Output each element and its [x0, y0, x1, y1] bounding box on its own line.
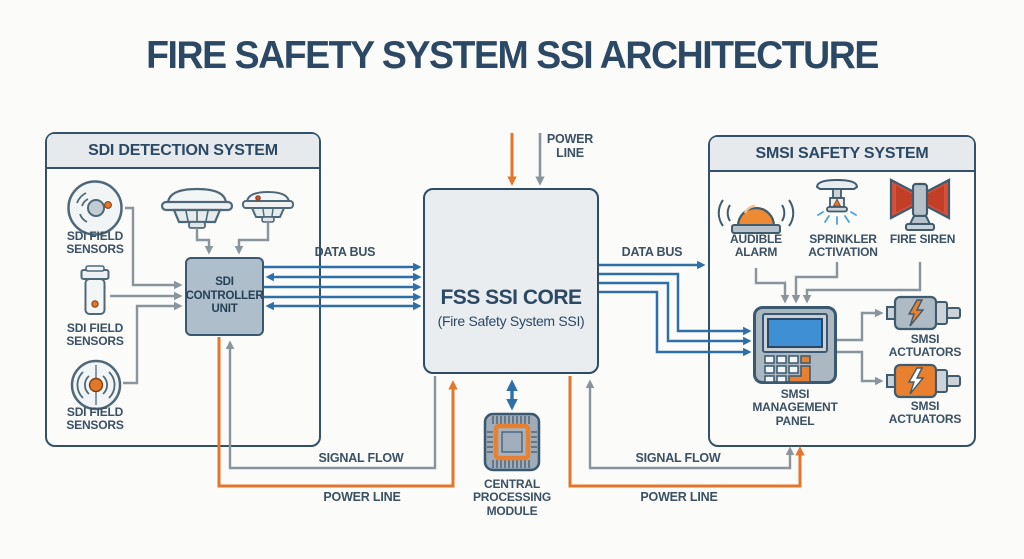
- actuator-gray-icon: [886, 295, 961, 331]
- fire-siren-label: FIRE SIREN: [889, 232, 956, 246]
- signal-flow-left-label: SIGNAL FLOW: [318, 451, 404, 465]
- smoke-detector-dome-small-icon: [242, 190, 294, 223]
- smsi-safety-panel: SMSI SAFETY SYSTEM: [708, 135, 976, 447]
- smsi-panel-header: SMSI SAFETY SYSTEM: [710, 137, 974, 172]
- cpu-chip-icon: [483, 412, 541, 472]
- core-title: FSS SSI CORE: [440, 285, 582, 309]
- sprinkler-activation-label: SPRINKLER ACTIVATION: [808, 232, 878, 260]
- top-power-wires: [507, 133, 545, 186]
- power-line-right-label: POWER LINE: [640, 490, 718, 504]
- smsi-actuators-label-1: SMSI ACTUATORS: [888, 332, 962, 360]
- audible-alarm-icon: [717, 199, 795, 234]
- data-bus-left-label: DATA BUS: [314, 245, 376, 259]
- sdi-field-sensors-label-3: SDI FIELD SENSORS: [66, 405, 124, 433]
- audible-alarm-label: AUDIBLE ALARM: [730, 232, 782, 260]
- smsi-management-panel-label: SMSI MANAGEMENT PANEL: [752, 387, 838, 428]
- heat-sensor-probe-icon: [80, 265, 110, 315]
- signal-flow-right-label: SIGNAL FLOW: [635, 451, 721, 465]
- motion-sensor-icon: [70, 359, 122, 411]
- data-bus-right-label: DATA BUS: [621, 245, 683, 259]
- actuator-orange-icon: [886, 363, 961, 399]
- sprinkler-icon: [815, 178, 859, 225]
- smsi-management-panel-icon: [753, 306, 837, 384]
- fss-ssi-core-box: FSS SSI CORE (Fire Safety System SSI): [423, 188, 599, 374]
- core-subtitle: (Fire Safety System SSI): [437, 312, 585, 329]
- sdi-controller-unit-box: SDI CONTROLLER UNIT: [185, 257, 264, 336]
- smsi-actuators-label-2: SMSI ACTUATORS: [888, 399, 962, 427]
- smoke-detector-dome-large-icon: [160, 187, 234, 229]
- smoke-detector-round-icon: [67, 180, 123, 236]
- fire-siren-icon: [889, 178, 951, 231]
- page-title: FIRE SAFETY SYSTEM SSI ARCHITECTURE: [146, 34, 879, 77]
- sdi-detection-panel: SDI DETECTION SYSTEM: [45, 132, 321, 447]
- power-line-left-label: POWER LINE: [323, 490, 401, 504]
- sdi-field-sensors-label-1: SDI FIELD SENSORS: [66, 229, 124, 257]
- power-line-top-label: POWER LINE: [546, 132, 594, 160]
- sdi-panel-header: SDI DETECTION SYSTEM: [47, 134, 319, 169]
- sdi-field-sensors-label-2: SDI FIELD SENSORS: [66, 321, 124, 349]
- cpu-module-label: CENTRAL PROCESSING MODULE: [472, 477, 552, 518]
